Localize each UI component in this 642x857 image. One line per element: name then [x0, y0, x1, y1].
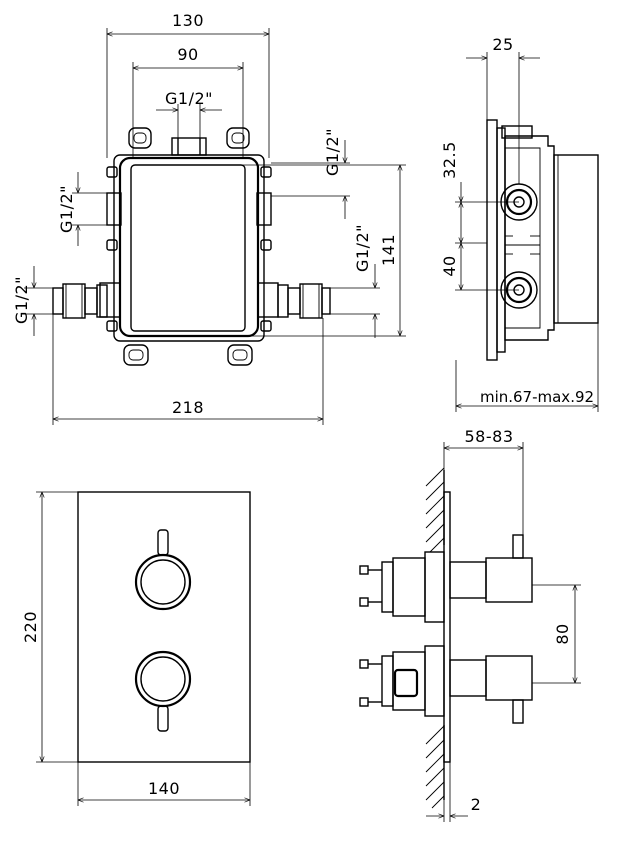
- dim-label-130: 130: [172, 11, 204, 30]
- dim-32-5: 32.5: [440, 141, 519, 244]
- dim-label-58-83: 58-83: [465, 427, 514, 446]
- dim-58-83: 58-83: [443, 427, 524, 535]
- dim-label-220: 220: [21, 611, 40, 643]
- dim-right-lower-thread: G1/2": [330, 224, 380, 338]
- dim-90: 90: [132, 45, 244, 158]
- dim-2: 2: [426, 762, 481, 822]
- dim-220: 220: [21, 491, 78, 763]
- dim-top-thread: G1/2": [156, 89, 222, 138]
- section-view: [359, 467, 533, 809]
- dim-130: 130: [106, 11, 270, 158]
- lower-knob: [134, 650, 192, 732]
- box-side-view: [486, 119, 599, 361]
- dim-label-141: 141: [379, 234, 398, 266]
- dim-label-140: 140: [148, 779, 180, 798]
- dim-label-top-thread: G1/2": [165, 89, 213, 108]
- dim-label-right-upper-thread: G1/2": [323, 128, 342, 176]
- upper-knob: [134, 529, 192, 611]
- left-fitting: [52, 283, 108, 319]
- dim-label-32-5: 32.5: [440, 141, 459, 179]
- dim-label-right-lower-thread: G1/2": [353, 224, 372, 272]
- dim-label-25: 25: [492, 35, 513, 54]
- dim-label-90: 90: [177, 45, 198, 64]
- dim-80: 80: [532, 584, 581, 684]
- dim-min-max: min.67-max.92: [455, 323, 599, 412]
- dim-141: 141: [240, 164, 406, 337]
- dim-label-40: 40: [440, 255, 459, 276]
- dim-left-upper-thread: G1/2": [57, 172, 107, 246]
- dim-label-2: 2: [471, 795, 482, 814]
- dim-label-80: 80: [553, 623, 572, 644]
- dim-left-lower-thread: G1/2": [12, 266, 53, 336]
- dim-label-218: 218: [172, 398, 204, 417]
- dim-label-left-lower-thread: G1/2": [12, 276, 31, 324]
- dim-25: 25: [466, 35, 540, 184]
- box-front-view: [52, 127, 331, 366]
- right-fitting: [277, 283, 331, 319]
- dim-label-left-upper-thread: G1/2": [57, 185, 76, 233]
- dim-218: 218: [52, 314, 324, 425]
- dim-right-upper-thread: G1/2": [271, 128, 350, 219]
- dim-label-min-max: min.67-max.92: [480, 388, 594, 406]
- dim-140: 140: [77, 762, 251, 806]
- dim-40: 40: [440, 243, 519, 291]
- front-plate: [77, 491, 251, 763]
